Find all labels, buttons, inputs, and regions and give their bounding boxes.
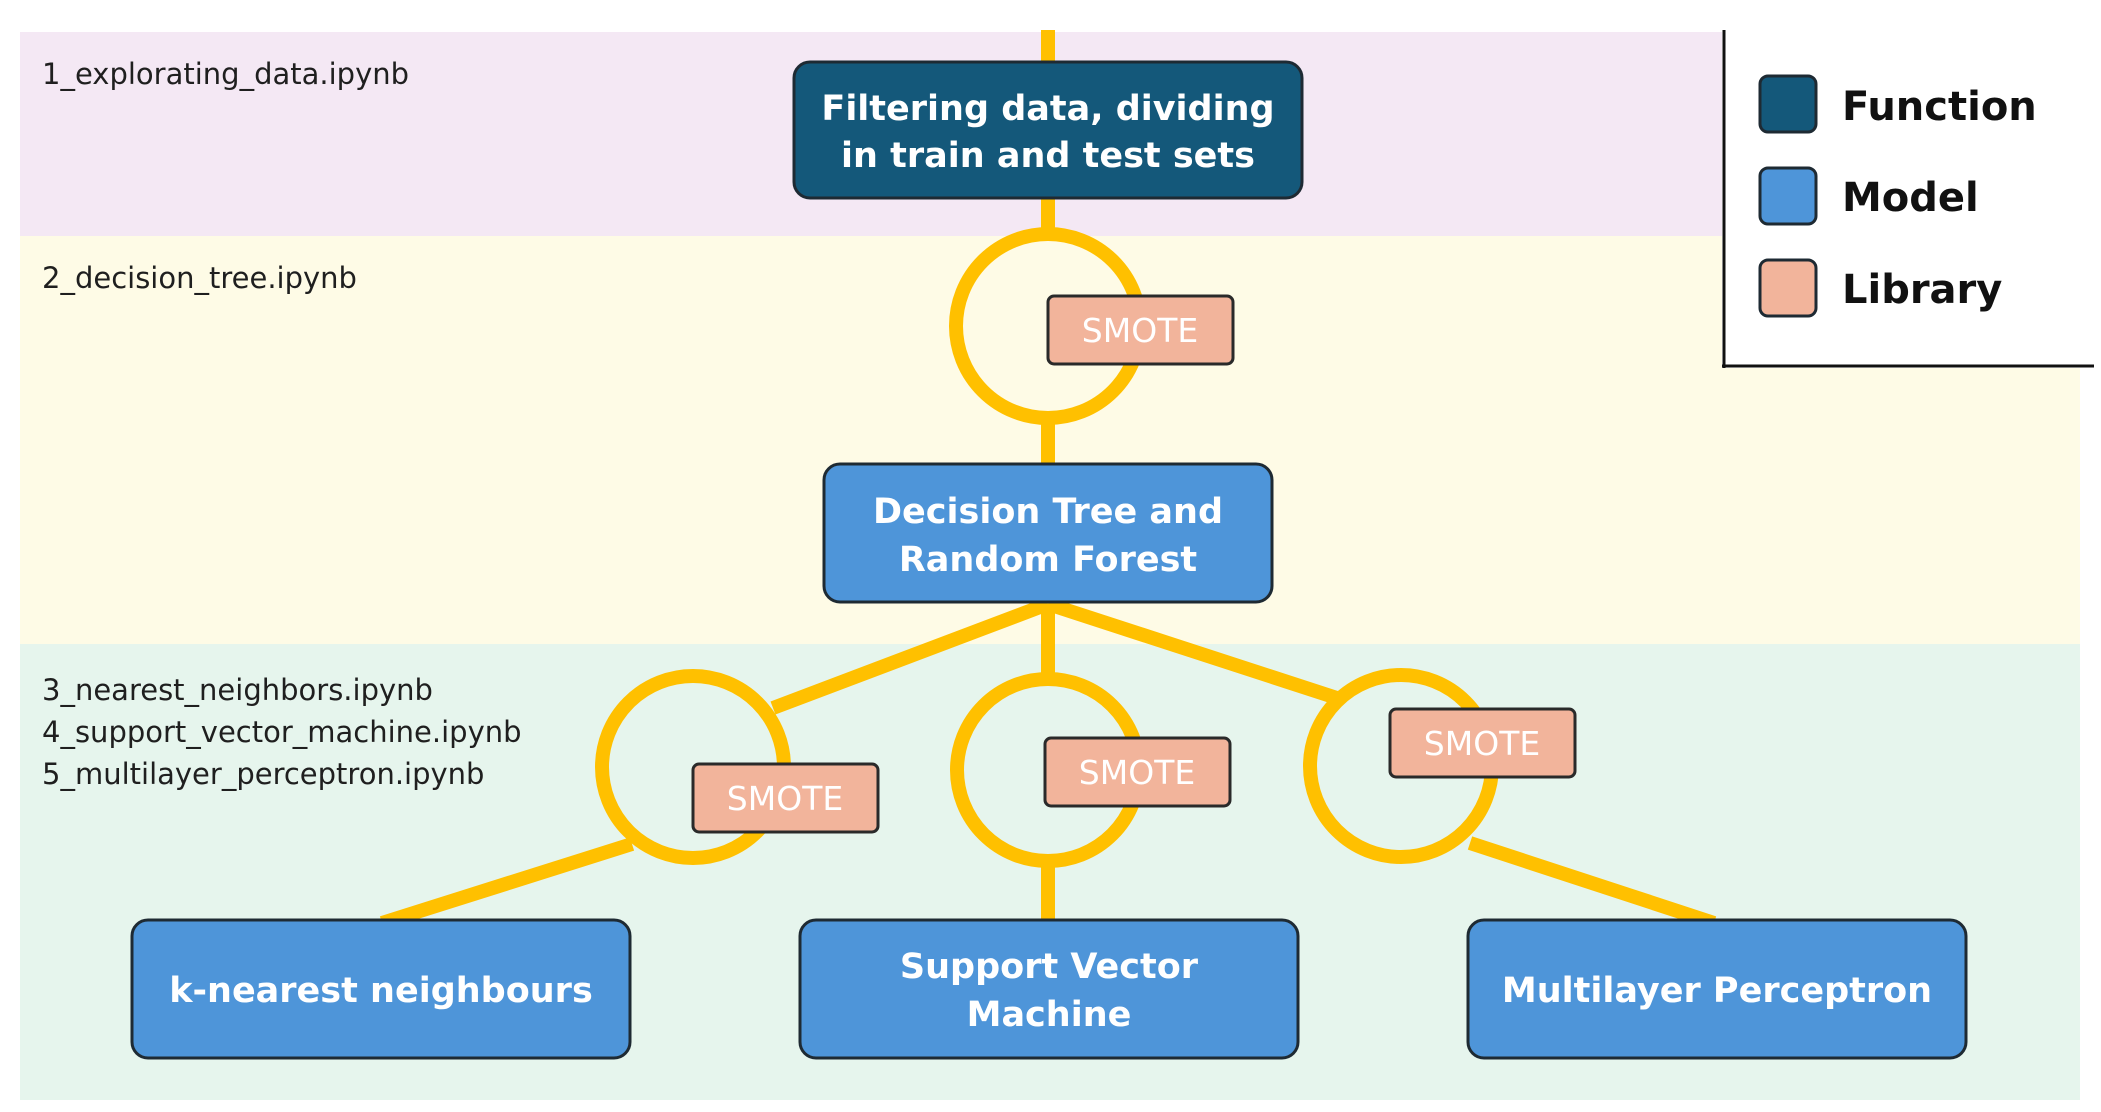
library-tag-smote-dt-label: SMOTE [1082,311,1198,350]
node-decision-tree: Decision Tree and Random Forest [822,462,1274,604]
notebook-label-2: 2_decision_tree.ipynb [42,261,357,295]
notebook-label-1: 1_explorating_data.ipynb [42,57,409,91]
notebook-label-4: 4_support_vector_machine.ipynb [42,715,522,749]
library-tag-smote-svm-label: SMOTE [1079,753,1195,792]
library-tag-smote-knn: SMOTE [691,762,880,834]
node-knn: k-nearest neighbours [130,918,632,1060]
legend: Function Model Library [1722,30,2094,368]
node-svm-line-1: Support Vector [900,947,1199,987]
node-svm: Support Vector Machine [798,918,1300,1060]
node-filtering-line-1: Filtering data, dividing [821,89,1274,129]
node-mlp: Multilayer Perceptron [1466,918,1968,1060]
node-svm-line-2: Machine [967,995,1132,1035]
notebook-label-5: 5_multilayer_perceptron.ipynb [42,757,484,791]
node-filtering-line-2: in train and test sets [841,136,1255,176]
library-tag-smote-svm: SMOTE [1043,736,1232,808]
library-tag-smote-dt: SMOTE [1046,294,1235,366]
legend-label-model: Model [1842,175,1979,221]
notebook-label-3: 3_nearest_neighbors.ipynb [42,673,433,707]
library-tag-smote-knn-label: SMOTE [727,779,843,818]
legend-label-library: Library [1842,267,2002,313]
legend-swatch-library [1758,258,1818,318]
node-knn-line-1: k-nearest neighbours [169,971,593,1011]
legend-label-function: Function [1842,84,2037,130]
connector-dt-to-mlp-loop [1045,597,1346,707]
node-decision-tree-line-1: Decision Tree and [873,492,1223,532]
connector-knn-loop-to-knn [379,837,635,930]
node-mlp-line-1: Multilayer Perceptron [1502,971,1932,1011]
library-tag-smote-mlp-label: SMOTE [1424,724,1540,763]
legend-swatch-function [1758,74,1818,134]
connector-dt-to-knn-loop [770,597,1051,715]
node-decision-tree-line-2: Random Forest [899,540,1197,580]
node-filtering: Filtering data, dividing in train and te… [792,60,1304,200]
library-tag-smote-mlp: SMOTE [1388,707,1577,779]
legend-swatch-model [1758,166,1818,226]
connector-mlp-loop-to-mlp [1467,836,1717,930]
